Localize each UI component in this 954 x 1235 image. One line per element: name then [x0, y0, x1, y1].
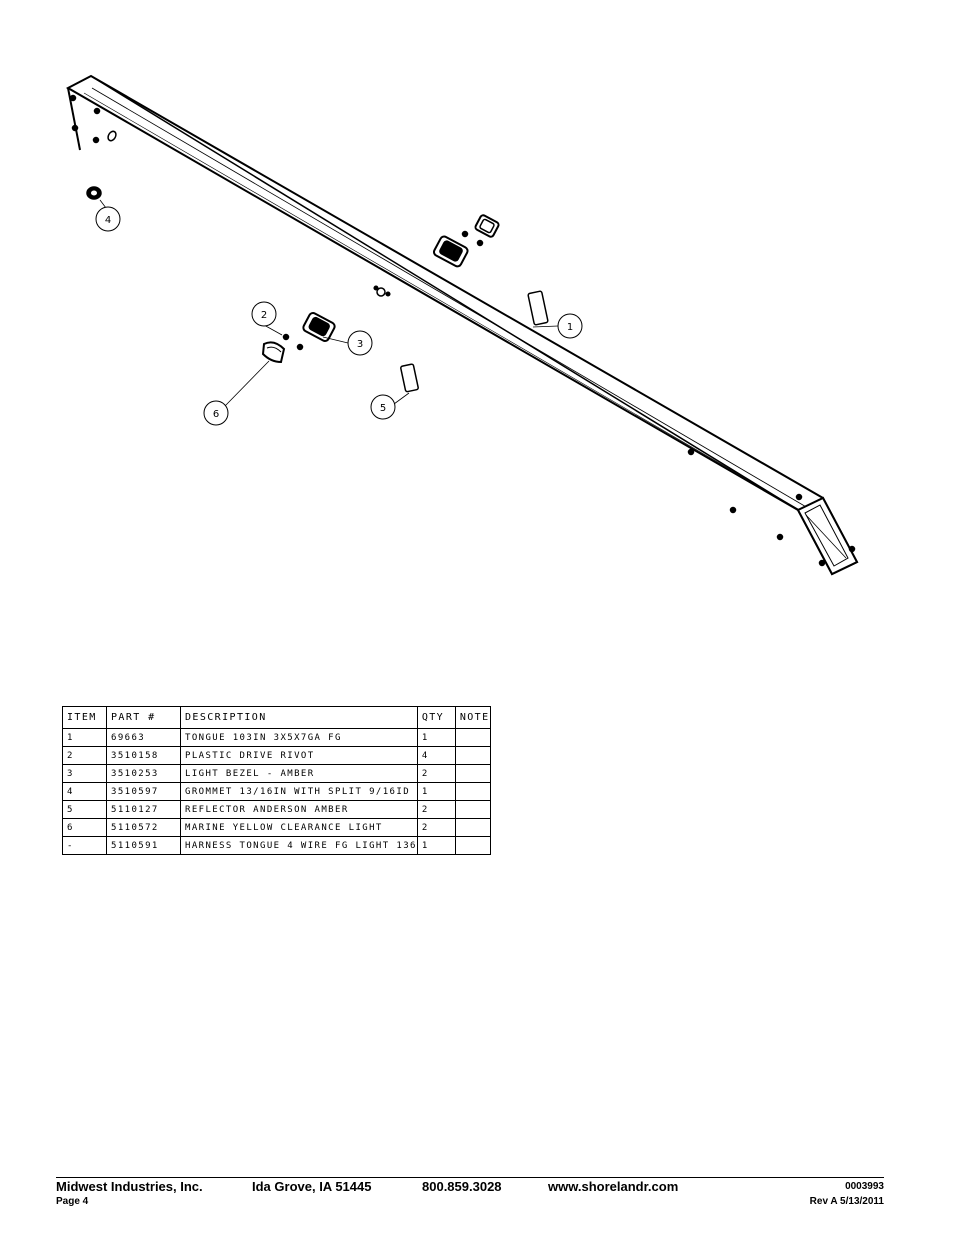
cell-qty: 1 — [416, 836, 456, 855]
callout-1: 1 — [567, 322, 573, 333]
callout-6: 6 — [213, 409, 219, 420]
lower-light-assembly — [261, 312, 419, 393]
cell-qty: 1 — [416, 782, 456, 801]
cell-description: REFLECTOR ANDERSON AMBER — [180, 800, 418, 819]
cell-part: 3510597 — [106, 782, 181, 801]
table-row: 1 69663 TONGUE 103IN 3X5X7GA FG 1 — [62, 728, 491, 747]
cell-qty: 2 — [416, 764, 456, 783]
callout-2: 2 — [261, 310, 267, 321]
exploded-parts-drawing: 1 2 3 4 5 6 — [65, 74, 859, 576]
parts-list-table: ITEM PART # DESCRIPTION QTY NOTE 1 69663… — [62, 706, 491, 855]
cell-description: MARINE YELLOW CLEARANCE LIGHT — [180, 818, 418, 837]
header-qty: QTY — [416, 706, 456, 729]
cell-note — [454, 818, 491, 837]
footer-website: www.shorelandr.com — [548, 1179, 679, 1194]
footer-doc-number: 0003993 — [845, 1181, 884, 1192]
cell-note — [454, 746, 491, 765]
callout-4: 4 — [105, 215, 111, 226]
grommet — [86, 186, 102, 200]
callout-3: 3 — [357, 339, 363, 350]
cell-description: PLASTIC DRIVE RIVOT — [180, 746, 418, 765]
footer-phone: 800.859.3028 — [422, 1179, 502, 1194]
callout-5: 5 — [380, 403, 386, 414]
cell-description: GROMMET 13/16IN WITH SPLIT 9/16ID — [180, 782, 418, 801]
cell-note — [454, 800, 491, 819]
upper-light-assembly — [433, 214, 549, 326]
table-row: 5 5110127 REFLECTOR ANDERSON AMBER 2 — [62, 800, 491, 819]
cell-item: 1 — [62, 728, 107, 747]
cell-description: TONGUE 103IN 3X5X7GA FG — [180, 728, 418, 747]
cell-item: 3 — [62, 764, 107, 783]
cell-part: 5110591 — [106, 836, 181, 855]
footer-revision: Rev A 5/13/2011 — [809, 1196, 884, 1207]
cell-qty: 1 — [416, 728, 456, 747]
cell-part: 5110572 — [106, 818, 181, 837]
footer-location: Ida Grove, IA 51445 — [252, 1179, 372, 1194]
table-row: 3 3510253 LIGHT BEZEL - AMBER 2 — [62, 764, 491, 783]
table-row: 2 3510158 PLASTIC DRIVE RIVOT 4 — [62, 746, 491, 765]
cell-part: 5110127 — [106, 800, 181, 819]
cell-qty: 2 — [416, 800, 456, 819]
cell-note — [454, 782, 491, 801]
footer-divider — [56, 1177, 884, 1178]
cell-description: HARNESS TONGUE 4 WIRE FG LIGHT 136 — [180, 836, 418, 855]
cell-item: - — [62, 836, 107, 855]
header-item: ITEM — [62, 706, 107, 729]
cell-item: 6 — [62, 818, 107, 837]
cell-part: 69663 — [106, 728, 181, 747]
table-row: 4 3510597 GROMMET 13/16IN WITH SPLIT 9/1… — [62, 782, 491, 801]
cell-qty: 2 — [416, 818, 456, 837]
cell-item: 5 — [62, 800, 107, 819]
footer-page-number: Page 4 — [56, 1196, 89, 1207]
cell-item: 4 — [62, 782, 107, 801]
table-header-row: ITEM PART # DESCRIPTION QTY NOTE — [62, 706, 491, 729]
cell-item: 2 — [62, 746, 107, 765]
header-note: NOTE — [454, 706, 491, 729]
cell-qty: 4 — [416, 746, 456, 765]
cell-part: 3510158 — [106, 746, 181, 765]
cell-description: LIGHT BEZEL - AMBER — [180, 764, 418, 783]
cell-note — [454, 836, 491, 855]
footer-company: Midwest Industries, Inc. — [56, 1179, 203, 1194]
cell-note — [454, 728, 491, 747]
cell-part: 3510253 — [106, 764, 181, 783]
table-row: - 5110591 HARNESS TONGUE 4 WIRE FG LIGHT… — [62, 836, 491, 855]
table-row: 6 5110572 MARINE YELLOW CLEARANCE LIGHT … — [62, 818, 491, 837]
tongue-tube — [65, 74, 859, 576]
cell-note — [454, 764, 491, 783]
header-part: PART # — [106, 706, 181, 729]
header-description: DESCRIPTION — [180, 706, 418, 729]
